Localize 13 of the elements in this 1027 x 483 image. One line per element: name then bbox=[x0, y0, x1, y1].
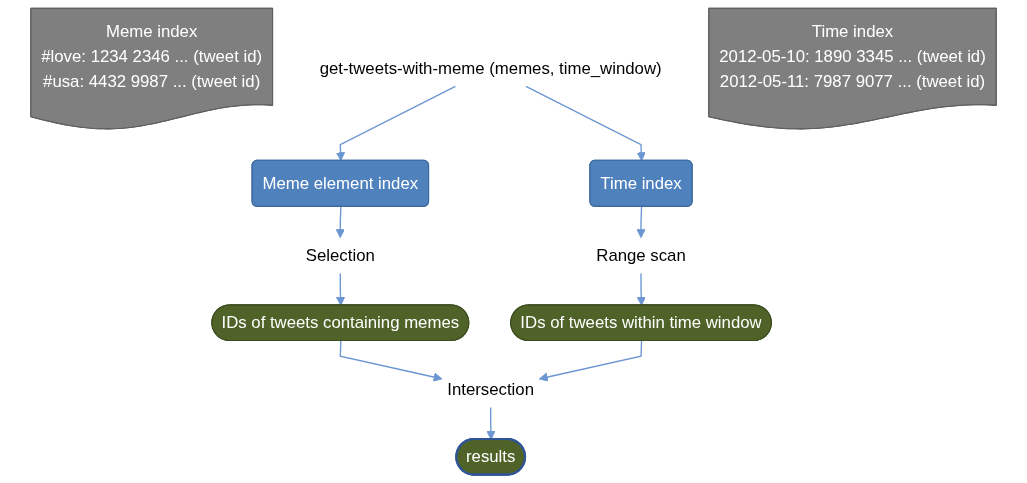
arrow bbox=[636, 206, 646, 239]
arrow bbox=[335, 85, 457, 162]
node-text: Intersection bbox=[447, 380, 534, 399]
arrow bbox=[486, 406, 496, 440]
arrow bbox=[525, 85, 646, 162]
arrow bbox=[538, 340, 643, 382]
arrow bbox=[335, 272, 346, 306]
node-text: Selection bbox=[305, 246, 375, 265]
arrow bbox=[339, 340, 443, 382]
arrow bbox=[335, 206, 345, 239]
arrow bbox=[636, 272, 646, 306]
node-text: Range scan bbox=[596, 246, 686, 265]
node-text: get-tweets-with-meme (memes, time_window) bbox=[319, 59, 662, 78]
